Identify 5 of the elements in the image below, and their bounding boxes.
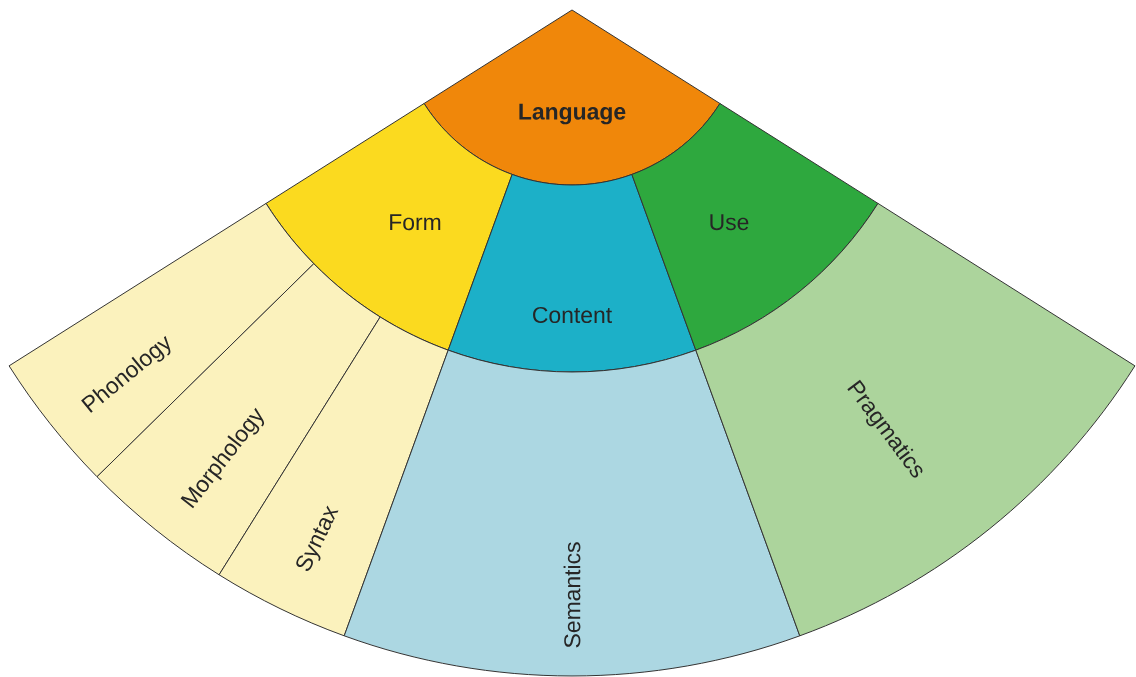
fan-sector: Form [265, 103, 513, 351]
fan-sector: Language [423, 9, 721, 186]
fan-sector: Semantics [343, 349, 801, 677]
fan-sector: Use [631, 103, 879, 351]
fan-sector: Content [447, 173, 697, 373]
